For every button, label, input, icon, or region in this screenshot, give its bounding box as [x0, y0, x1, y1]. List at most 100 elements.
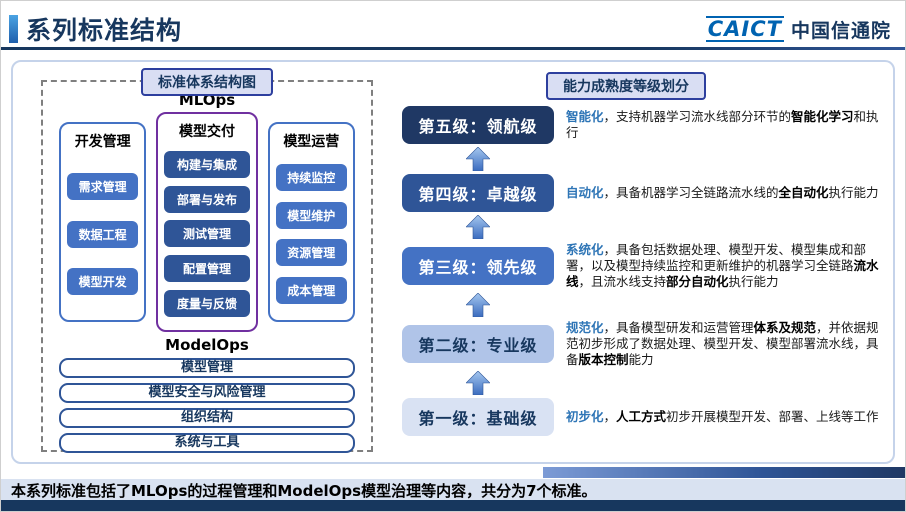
level-description: 智能化，支持机器学习流水线部分环节的智能化学习和执行 [558, 109, 883, 141]
desc-segment: ，具备包括数据处理、模型开发、模型集成和部署，以及模型持续监控和更新维护的机器学… [566, 242, 867, 273]
level-description: 自动化，具备机器学习全链路流水线的全自动化执行能力 [558, 185, 883, 201]
decor-strip [543, 467, 905, 478]
maturity-level-row: 第二级：专业级规范化，具备模型研发和运营管理体系及规范，并依据规范初步形成了数据… [398, 320, 883, 368]
title-accent-bar [9, 15, 18, 43]
process-item: 部署与发布 [164, 185, 250, 213]
arrow-row [398, 212, 883, 242]
process-item: 数据工程 [67, 220, 139, 248]
desc-segment: 能力 [628, 352, 654, 367]
desc-segment: 部分自动化 [666, 274, 729, 289]
column-title: 开发管理 [74, 134, 131, 150]
desc-segment: 执行能力 [828, 185, 879, 200]
column-items: 持续监控模型维护资源管理成本管理 [275, 153, 347, 315]
desc-segment: 版本控制 [578, 352, 629, 367]
modelops-bar: 组织结构 [59, 408, 355, 428]
up-arrow-icon [466, 215, 490, 239]
arrow-row [398, 368, 883, 398]
desc-segment: 全自动化 [778, 185, 829, 200]
process-item: 资源管理 [275, 239, 347, 267]
caict-logo-en: CAICT [705, 15, 784, 43]
level-box-cell: 第四级：卓越级 [398, 174, 558, 212]
desc-segment: ，且流水线支持 [578, 274, 667, 289]
process-item: 模型维护 [275, 201, 347, 229]
modelops-bar: 系统与工具 [59, 433, 355, 453]
level-box-cell: 第五级：领航级 [398, 106, 558, 144]
mlops-column: 开发管理需求管理数据工程模型开发 [59, 122, 147, 322]
process-item: 成本管理 [275, 277, 347, 305]
process-item: 测试管理 [164, 220, 250, 248]
mlops-column: 模型运营持续监控模型维护资源管理成本管理 [267, 122, 355, 322]
modelops-label: ModelOps [165, 336, 249, 354]
desc-segment: ，并依据规范初步形成了数据处理、模型开发、模型部署流水线，具备 [566, 320, 879, 367]
bottom-bar [1, 500, 905, 511]
desc-segment: ，具备模型研发和运营管理 [603, 320, 754, 335]
level-description: 规范化，具备模型研发和运营管理体系及规范，并依据规范初步形成了数据处理、模型开发… [558, 320, 883, 368]
modelops-bar: 模型安全与风险管理 [59, 383, 355, 403]
process-item: 模型开发 [67, 267, 139, 295]
desc-segment: ，支持机器学习流水线部分环节的 [603, 109, 792, 124]
process-item: 构建与集成 [164, 150, 250, 178]
desc-segment: ，具备机器学习全链路流水线的 [603, 185, 779, 200]
level-box: 第三级：领先级 [402, 247, 554, 285]
arrow-cell [398, 371, 558, 395]
right-panel-badge: 能力成熟度等级划分 [546, 72, 706, 100]
level-box: 第二级：专业级 [402, 325, 554, 363]
desc-segment: 智能化学习 [791, 109, 854, 124]
maturity-level-row: 第一级：基础级初步化，人工方式初步开展模型开发、部署、上线等工作 [398, 398, 883, 436]
desc-segment: 执行能力 [728, 274, 779, 289]
maturity-level-row: 第五级：领航级智能化，支持机器学习流水线部分环节的智能化学习和执行 [398, 106, 883, 144]
level-description: 初步化，人工方式初步开展模型开发、部署、上线等工作 [558, 409, 883, 425]
standard-structure-panel: 标准体系结构图 MLOps 开发管理需求管理数据工程模型开发模型交付构建与集成部… [41, 68, 373, 453]
maturity-panel: 能力成熟度等级划分 第五级：领航级智能化，支持机器学习流水线部分环节的智能化学习… [388, 70, 887, 456]
mlops-columns: 开发管理需求管理数据工程模型开发模型交付构建与集成部署与发布测试管理配置管理度量… [43, 112, 371, 332]
level-box-cell: 第二级：专业级 [398, 325, 558, 363]
arrow-cell [398, 215, 558, 239]
title-underline [1, 47, 905, 50]
content-frame: 标准体系结构图 MLOps 开发管理需求管理数据工程模型开发模型交付构建与集成部… [11, 60, 895, 464]
maturity-level-row: 第三级：领先级系统化，具备包括数据处理、模型开发、模型集成和部署，以及模型持续监… [398, 242, 883, 290]
column-items: 构建与集成部署与发布测试管理配置管理度量与反馈 [164, 143, 250, 325]
caict-logo-cn: 中国信通院 [790, 19, 891, 42]
level-box: 第一级：基础级 [402, 398, 554, 436]
modelops-bars: 模型管理模型安全与风险管理组织结构系统与工具 [59, 358, 355, 453]
column-title: 模型交付 [179, 124, 235, 140]
up-arrow-icon [466, 147, 490, 171]
left-panel-badge: 标准体系结构图 [141, 68, 273, 96]
desc-segment: 初步开展模型开发、部署、上线等工作 [666, 409, 879, 424]
page-title: 系列标准结构 [26, 16, 183, 45]
header: 系列标准结构 CAICT 中国信通院 [9, 11, 891, 47]
desc-segment: 自动化 [566, 185, 604, 200]
maturity-levels: 第五级：领航级智能化，支持机器学习流水线部分环节的智能化学习和执行第四级：卓越级… [398, 106, 883, 436]
column-items: 需求管理数据工程模型开发 [67, 153, 139, 315]
caict-logo: CAICT 中国信通院 [705, 15, 891, 43]
desc-segment: 人工方式 [616, 409, 667, 424]
mlops-column: 模型交付构建与集成部署与发布测试管理配置管理度量与反馈 [156, 112, 258, 332]
desc-segment: 规范化 [566, 320, 604, 335]
desc-segment: 和执行 [566, 109, 879, 140]
level-box-cell: 第三级：领先级 [398, 247, 558, 285]
maturity-level-row: 第四级：卓越级自动化，具备机器学习全链路流水线的全自动化执行能力 [398, 174, 883, 212]
column-title: 模型运营 [283, 134, 340, 150]
process-item: 持续监控 [275, 163, 347, 191]
process-item: 度量与反馈 [164, 290, 250, 318]
level-box-cell: 第一级：基础级 [398, 398, 558, 436]
desc-segment: ， [603, 409, 617, 424]
desc-segment: 流水线 [566, 258, 879, 289]
footer-text: 本系列标准包括了MLOps的过程管理和ModelOps模型治理等内容，共分为7个… [11, 482, 597, 500]
arrow-row [398, 144, 883, 174]
arrow-cell [398, 147, 558, 171]
desc-segment: 系统化 [566, 242, 604, 257]
level-description: 系统化，具备包括数据处理、模型开发、模型集成和部署，以及模型持续监控和更新维护的… [558, 242, 883, 290]
footer-band: 本系列标准包括了MLOps的过程管理和ModelOps模型治理等内容，共分为7个… [1, 479, 905, 502]
up-arrow-icon [466, 371, 490, 395]
up-arrow-icon [466, 293, 490, 317]
desc-segment: 初步化 [566, 409, 604, 424]
arrow-row [398, 290, 883, 320]
desc-segment: 体系及规范 [753, 320, 817, 335]
level-box: 第四级：卓越级 [402, 174, 554, 212]
modelops-bar: 模型管理 [59, 358, 355, 378]
process-item: 配置管理 [164, 255, 250, 283]
process-item: 需求管理 [67, 173, 139, 201]
level-box: 第五级：领航级 [402, 106, 554, 144]
